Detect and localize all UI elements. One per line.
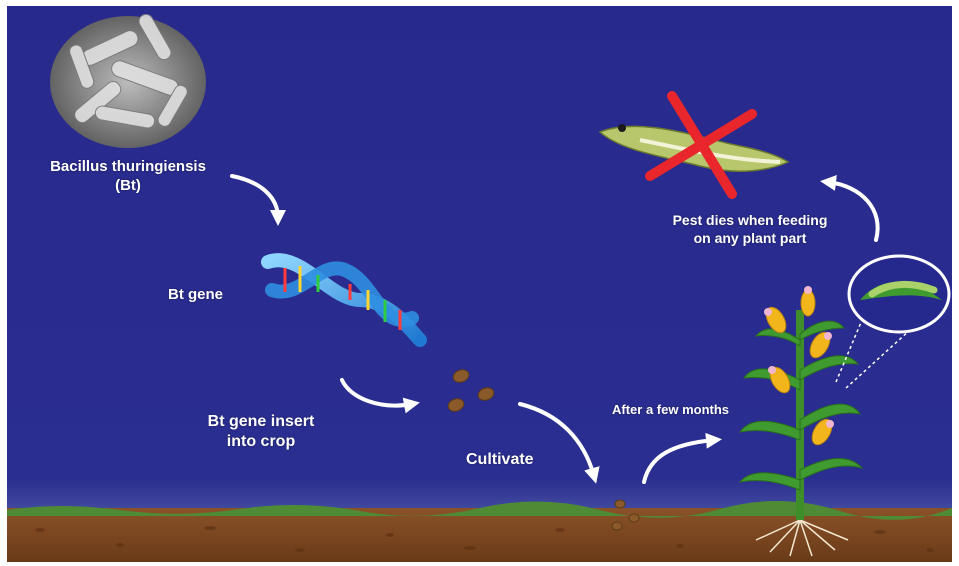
insert-label-line2: into crop [186, 432, 336, 452]
cultivate-label: Cultivate [466, 450, 534, 470]
insert-label-line1: Bt gene insert [186, 412, 336, 432]
after-months-label: After a few months [612, 402, 729, 418]
bacillus-label-line2: (Bt) [38, 177, 218, 196]
pest-label-line1: Pest dies when feeding [650, 212, 850, 230]
bacillus-label: Bacillus thuringiensis (Bt) [38, 158, 218, 196]
bt-gene-label: Bt gene [168, 286, 223, 305]
bacillus-label-line1: Bacillus thuringiensis [38, 158, 218, 177]
pest-label-line2: on any plant part [650, 230, 850, 248]
pest-label: Pest dies when feeding on any plant part [650, 212, 850, 247]
insert-label: Bt gene insert into crop [186, 412, 336, 452]
